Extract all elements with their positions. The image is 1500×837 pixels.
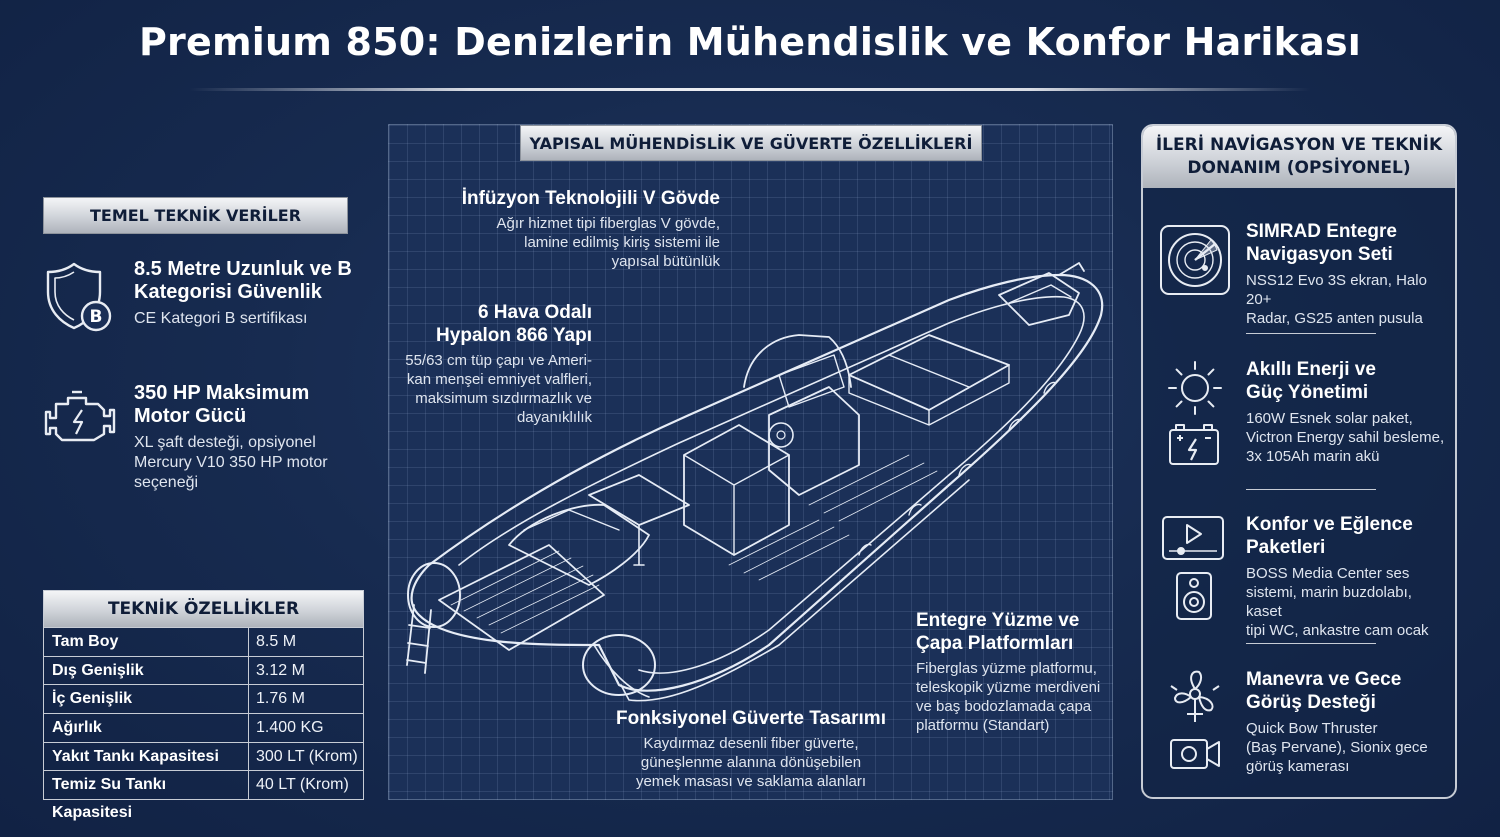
callout-desc-line: kan menşei emniyet valfleri, [406, 371, 592, 388]
callout-heading: Hypalon 866 Yapı [436, 325, 592, 346]
boat-blueprint-panel: YAPISAL MÜHENDİSLİK VE GÜVERTE ÖZELLİKLE… [388, 124, 1113, 800]
equipment-heading: Konfor ve Eğlence [1246, 514, 1413, 535]
sun-icon [1165, 358, 1225, 418]
callout-desc-line: teleskopik yüzme merdiveni [916, 679, 1101, 696]
equipment-desc-line: Radar, GS25 anten pusula [1246, 310, 1423, 327]
table-value: 1.400 KG [256, 719, 324, 737]
spec-item-engine-power: 350 HP Maksimum Motor Gücü XL şaft deste… [42, 382, 362, 492]
callout-hypalon: 6 Hava Odalı Hypalon 866 Yapı 55/63 cm t… [389, 301, 592, 427]
callout-desc-line: dayanıklılık [516, 409, 592, 426]
equipment-desc-line: sistemi, marin buzdolabı, kaset [1246, 584, 1412, 620]
callout-heading: Çapa Platformları [916, 633, 1074, 654]
callout-deck-design: Fonksiyonel Güverte Tasarımı Kaydırmaz d… [601, 707, 901, 791]
basic-specs-section-title: TEMEL TEKNİK VERİLER [43, 197, 348, 234]
spec-heading: 8.5 Metre Uzunluk ve B Kategorisi Güvenl… [134, 258, 352, 303]
equipment-desc-line: 3x 105Ah marin akü [1246, 448, 1380, 465]
table-row: Tam Boy 8.5 M [44, 627, 363, 656]
equipment-heading: Görüş Desteği [1246, 692, 1376, 713]
speaker-icon [1175, 571, 1213, 621]
equipment-desc-line: (Baş Pervane), Sionix gece [1246, 739, 1428, 756]
equipment-desc-line: Victron Energy sahil besleme, [1246, 429, 1445, 446]
shield-b-icon: B [42, 258, 118, 334]
equipment-heading: Navigasyon Seti [1246, 244, 1393, 265]
advanced-equipment-panel: İLERİ NAVİGASYON VE TEKNİK DONANIM (OPSİ… [1141, 124, 1457, 799]
callout-desc-line: Fiberglas yüzme platformu, [916, 660, 1097, 677]
equipment-heading: Paketleri [1246, 537, 1326, 558]
structural-section-title: YAPISAL MÜHENDİSLİK VE GÜVERTE ÖZELLİKLE… [520, 125, 982, 161]
callout-desc-line: ve baş bodozlamada çapa [916, 698, 1092, 715]
camera-icon [1169, 736, 1221, 772]
callout-v-hull: İnfüzyon Teknolojili V Gövde Ağır hizmet… [389, 187, 720, 271]
divider [1246, 643, 1376, 644]
advanced-section-title: İLERİ NAVİGASYON VE TEKNİK DONANIM (OPSİ… [1143, 126, 1455, 188]
propeller-icon [1167, 668, 1223, 726]
callout-platforms: Entegre Yüzme ve Çapa Platformları Fiber… [916, 609, 1111, 735]
equipment-desc-line: Quick Bow Thruster [1246, 720, 1378, 737]
spec-desc: XL şaft desteği, opsiyonel Mercury V10 3… [134, 434, 328, 491]
callout-heading: İnfüzyon Teknolojili V Gövde [461, 188, 720, 209]
spec-item-length-safety: B 8.5 Metre Uzunluk ve B Kategorisi Güve… [42, 258, 362, 338]
media-player-icon [1161, 515, 1225, 563]
table-label: Tam Boy [44, 628, 249, 656]
table-row: Yakıt Tankı Kapasitesi 300 LT (Krom) [44, 741, 363, 771]
equipment-heading: Güç Yönetimi [1246, 382, 1369, 403]
callout-heading: 6 Hava Odalı [477, 302, 592, 323]
table-label: İç Genişlik [44, 685, 249, 714]
table-value: 300 LT (Krom) [256, 747, 358, 765]
title-divider [190, 88, 1310, 91]
table-title: TEKNİK ÖZELLİKLER [44, 591, 363, 627]
callout-desc-line: 55/63 cm tüp çapı ve Ameri- [405, 352, 592, 369]
table-value: 1.76 M [256, 690, 305, 708]
table-value: 3.12 M [256, 661, 305, 679]
spec-desc: CE Kategori B sertifikası [134, 310, 308, 327]
table-value: 8.5 M [256, 633, 297, 650]
equipment-desc-line: 160W Esnek solar paket, [1246, 410, 1413, 427]
radar-icon [1159, 224, 1231, 296]
equipment-heading: SIMRAD Entegre [1246, 221, 1397, 242]
battery-icon [1167, 422, 1221, 468]
callout-desc-line: Kaydırmaz desenli fiber güverte, [643, 735, 859, 752]
equipment-desc-line: tipi WC, ankastre cam ocak [1246, 622, 1429, 639]
section-title-line: İLERİ NAVİGASYON VE TEKNİK [1155, 135, 1443, 155]
equipment-desc-line: görüş kamerası [1246, 758, 1350, 775]
engine-icon [42, 386, 118, 462]
boat-blueprint-illustration [406, 262, 1104, 702]
table-label: Yakıt Tankı Kapasitesi [44, 742, 249, 771]
page-title: Premium 850: Denizlerin Mühendislik ve K… [139, 20, 1361, 64]
table-value: 40 LT (Krom) [256, 776, 349, 794]
table-label: Dış Genişlik [44, 656, 249, 685]
callout-heading: Entegre Yüzme ve [916, 610, 1080, 631]
table-row: Ağırlık 1.400 KG [44, 713, 363, 742]
table-row: Dış Genişlik 3.12 M [44, 655, 363, 685]
callout-desc-line: güneşlenme alanına dönüşebilen [640, 754, 862, 771]
divider [1246, 489, 1376, 490]
callout-desc-line: maksimum sızdırmazlık ve [415, 390, 592, 407]
section-title-line: DONANIM (OPSİYONEL) [1187, 158, 1411, 178]
table-row: İç Genişlik 1.76 M [44, 684, 363, 714]
equipment-heading: Akıllı Enerji ve [1246, 359, 1376, 380]
divider [1246, 333, 1376, 334]
technical-specs-table: TEKNİK ÖZELLİKLER Tam Boy 8.5 M Dış Geni… [43, 590, 364, 821]
callout-desc-line: Ağır hizmet tipi fiberglas V gövde, [496, 215, 720, 232]
callout-desc-line: platformu (Standart) [916, 717, 1050, 734]
callout-desc-line: yapısal bütünlük [611, 253, 720, 270]
table-label: Temiz Su Tankı Kapasitesi [44, 771, 249, 821]
callout-desc-line: lamine edilmiş kiriş sistemi ile [524, 234, 720, 251]
spec-heading: 350 HP Maksimum Motor Gücü [134, 382, 310, 427]
equipment-desc-line: NSS12 Evo 3S ekran, Halo 20+ [1246, 272, 1427, 308]
table-row: Temiz Su Tankı Kapasitesi 40 LT (Krom) [44, 770, 363, 821]
callout-heading: Fonksiyonel Güverte Tasarımı [616, 708, 886, 729]
table-label: Ağırlık [44, 714, 249, 742]
equipment-desc-line: BOSS Media Center ses [1246, 565, 1410, 582]
equipment-heading: Manevra ve Gece [1246, 669, 1402, 690]
svg-text:B: B [90, 307, 103, 327]
callout-desc-line: yemek masası ve saklama alanları [635, 773, 867, 790]
